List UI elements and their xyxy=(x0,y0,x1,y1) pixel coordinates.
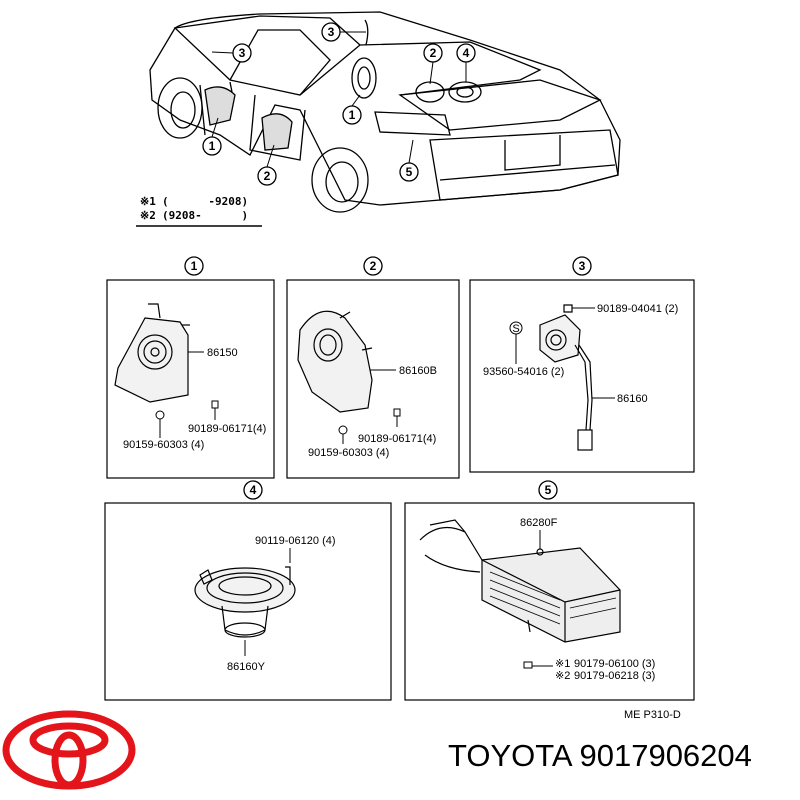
svg-text:90159-60303 (4): 90159-60303 (4) xyxy=(308,447,389,459)
callout-3-door: 3 xyxy=(211,43,252,63)
tweeter-86160 xyxy=(539,304,593,451)
callout-4-deck: 4 xyxy=(456,43,476,82)
svg-text:3: 3 xyxy=(579,259,586,273)
svg-text:86160B: 86160B xyxy=(399,365,437,377)
toyota-logo-icon xyxy=(2,710,136,790)
svg-text:S: S xyxy=(512,323,519,335)
svg-text:86280F: 86280F xyxy=(520,517,558,529)
svg-text:( -9208): ( -9208) xyxy=(162,195,248,208)
callout-5-trunk: 5 xyxy=(399,139,419,182)
svg-text:※2: ※2 xyxy=(140,209,156,222)
svg-text:1: 1 xyxy=(191,259,198,273)
svg-text:※1: ※1 xyxy=(555,658,570,670)
svg-text:5: 5 xyxy=(545,483,552,497)
svg-text:90119-06120 (4): 90119-06120 (4) xyxy=(255,535,336,547)
svg-text:2: 2 xyxy=(430,46,437,60)
callout-2-deck: 2 xyxy=(423,43,443,85)
callout-1-rear: 1 xyxy=(342,94,362,125)
panel-5: 5 86280F ※1 90179-06100 (3) ※2 90179-062… xyxy=(404,480,695,701)
svg-text:93560-54016 (2): 93560-54016 (2) xyxy=(483,366,564,378)
svg-text:3: 3 xyxy=(328,25,335,39)
svg-text:90189-06171(4): 90189-06171(4) xyxy=(188,423,266,435)
callout-1-door: 1 xyxy=(202,117,222,156)
svg-text:1: 1 xyxy=(209,139,216,153)
svg-text:2: 2 xyxy=(264,169,271,183)
svg-text:86160Y: 86160Y xyxy=(227,661,266,673)
svg-text:90189-04041 (2): 90189-04041 (2) xyxy=(597,303,678,315)
callout-2-door: 2 xyxy=(257,144,277,186)
svg-text:4: 4 xyxy=(463,46,470,60)
svg-text:86160: 86160 xyxy=(617,393,648,405)
svg-text:※2: ※2 xyxy=(555,670,570,682)
panel-1-callout xyxy=(184,256,204,276)
speaker-86160b xyxy=(297,310,373,413)
panel-3-callout xyxy=(572,256,592,276)
panel-4-callout xyxy=(243,480,263,500)
panel-2: 2 86160B 90189-06171(4) 90159-60303 (4) xyxy=(286,256,460,479)
panel-3: 3 90189-04041 (2) S 93560-54016 (2) 8616… xyxy=(469,256,695,473)
panel-1: 1 86150 90189-06171(4) 90159-60303 (4) xyxy=(106,256,275,479)
svg-text:5: 5 xyxy=(406,165,413,179)
svg-text:1: 1 xyxy=(349,108,356,122)
svg-text:4: 4 xyxy=(250,483,257,497)
brand-title: TOYOTA 9017906204 xyxy=(448,738,752,773)
diagram-code: ME P310-D xyxy=(624,709,681,721)
svg-text:90179-06218 (3): 90179-06218 (3) xyxy=(574,670,655,682)
speaker-86150 xyxy=(114,303,190,403)
car-illustration xyxy=(149,11,621,213)
amplifier-86280f xyxy=(419,519,621,643)
svg-text:86150: 86150 xyxy=(207,347,238,359)
speaker-86160y xyxy=(194,566,296,638)
svg-text:2: 2 xyxy=(370,259,377,273)
svg-text:90159-60303 (4): 90159-60303 (4) xyxy=(123,439,204,451)
svg-text:3: 3 xyxy=(239,46,246,60)
panel-4: 4 90119-06120 (4) 86160Y xyxy=(104,480,392,701)
legend: ※1 ( -9208) ※2 (9208- ) xyxy=(136,195,262,227)
svg-text:90179-06100 (3): 90179-06100 (3) xyxy=(574,658,655,670)
panel-2-callout xyxy=(363,256,383,276)
car-callouts: 3 3 2 4 1 1 2 5 xyxy=(202,22,476,186)
svg-text:90189-06171(4): 90189-06171(4) xyxy=(358,433,436,445)
svg-text:(9208- ): (9208- ) xyxy=(162,209,248,222)
svg-text:※1: ※1 xyxy=(140,195,156,208)
callout-3-roof: 3 xyxy=(321,22,366,42)
panel-5-callout xyxy=(538,480,558,500)
